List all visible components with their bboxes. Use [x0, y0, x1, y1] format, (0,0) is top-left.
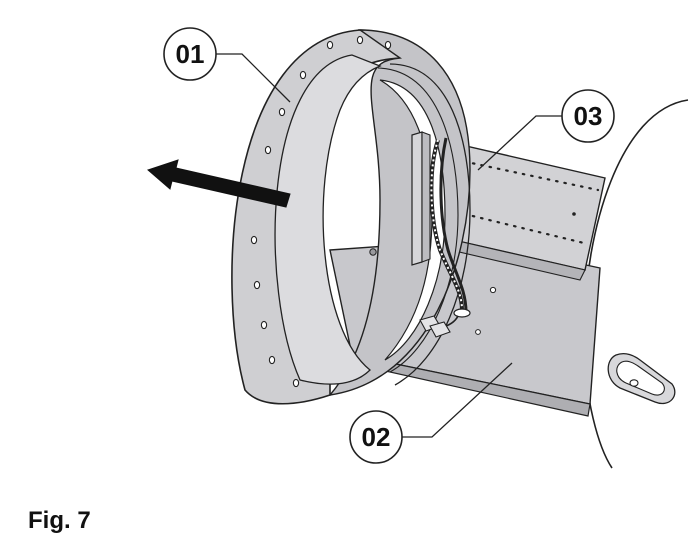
cable-bracket	[411, 131, 471, 338]
callout-01: 01	[163, 27, 291, 103]
figure-caption: Fig. 7	[28, 507, 91, 534]
direction-arrow	[147, 159, 291, 208]
oval-grommet	[607, 353, 676, 405]
callout-03: 03	[477, 89, 615, 171]
callout-02-label: 02	[362, 422, 391, 452]
callout-01-label: 01	[176, 39, 205, 69]
perforated-plate	[439, 139, 606, 281]
flange-ring	[231, 29, 471, 405]
shell-outline	[583, 99, 689, 469]
callout-03-label: 03	[574, 101, 603, 131]
callout-02: 02	[349, 362, 513, 464]
